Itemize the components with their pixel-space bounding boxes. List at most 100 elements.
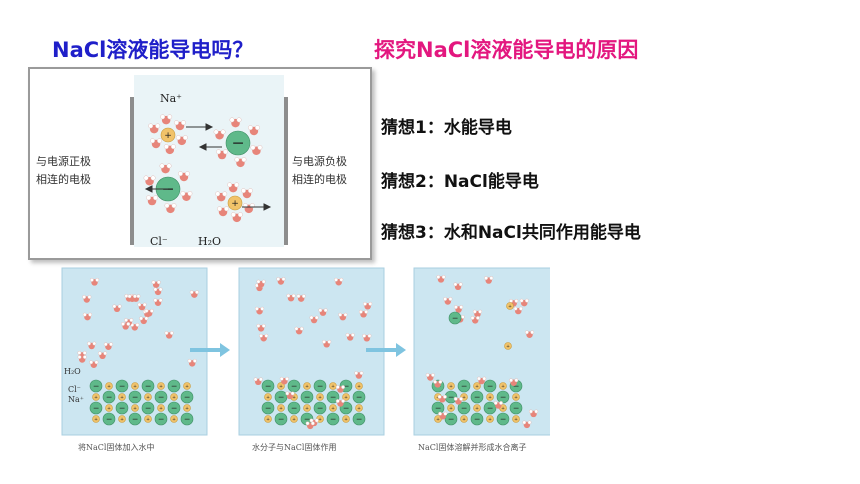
sodium-ion: + [131,382,139,390]
chloride-ion: − [128,412,142,426]
water-molecule [250,145,263,156]
svg-text:−: − [119,381,126,390]
svg-text:+: + [94,416,98,422]
svg-text:+: + [318,394,322,400]
chloride-ion: − [313,401,327,415]
na-label: Na⁺ [160,92,182,105]
water-molecule [160,114,173,125]
water-molecule [82,312,93,321]
svg-text:+: + [506,343,510,349]
water-molecule [82,295,92,303]
svg-text:−: − [231,134,244,152]
chloride-ion: − [431,401,445,415]
svg-text:−: − [158,414,165,423]
svg-text:+: + [94,394,98,400]
svg-text:+: + [449,383,453,389]
sodium-ion: + [303,404,311,412]
water-molecule [164,203,177,214]
solution-area [134,75,284,247]
chloride-ion: − [261,401,275,415]
water-molecule [77,355,87,363]
chloride-ion: − [180,390,194,404]
water-molecule [127,294,137,303]
water-molecule [163,144,176,155]
step-arrow-2 [366,343,406,357]
hypothesis-3: 猜想3：水和NaCl共同作用能导电 [381,223,641,243]
svg-text:−: − [145,381,152,390]
hypothesis-2: 猜想2：NaCl能导电 [381,172,539,192]
sodium-ion: + [183,404,191,412]
sodium-ion: + [144,393,152,401]
water-molecule [229,117,242,128]
chloride-ion: − [102,412,116,426]
step-label-na: Na⁺ [68,395,84,404]
chloride-ion: − [496,390,510,404]
sodium-ion: + [118,415,126,423]
water-molecule [433,379,443,388]
water-molecule [216,149,228,160]
water-molecule [513,306,523,315]
svg-text:+: + [331,405,335,411]
svg-text:−: − [184,414,191,423]
svg-text:−: − [461,381,468,390]
chloride-ion: − [225,130,251,156]
svg-text:−: − [317,381,324,390]
chloride-ion: − [509,401,523,415]
svg-text:+: + [159,383,163,389]
water-molecule [254,306,265,315]
svg-text:−: − [278,392,285,401]
cl-label: Cl⁻ [150,235,168,248]
water-molecule [253,377,263,386]
water-molecule [528,409,539,418]
sodium-ion: + [499,382,507,390]
sodium-ion: + [157,404,165,412]
ion-cluster-group: +−−+ [143,114,263,223]
svg-text:−: − [132,392,139,401]
svg-text:−: − [291,381,298,390]
svg-text:+: + [292,416,296,422]
sodium-ion: + [92,393,100,401]
water-molecule [493,401,503,409]
svg-text:+: + [344,394,348,400]
chloride-ion: − [261,379,275,393]
sodium-ion: + [460,415,468,423]
water-molecule [305,421,315,430]
svg-text:+: + [292,394,296,400]
chloride-ion: − [89,379,103,393]
svg-text:−: − [487,403,494,412]
water-molecule [234,157,247,168]
svg-text:−: − [435,403,442,412]
water-molecule [230,212,243,223]
water-molecule [164,331,174,339]
svg-text:+: + [357,383,361,389]
svg-text:+: + [331,383,335,389]
water-molecule [148,123,161,134]
svg-text:−: − [265,403,272,412]
svg-text:+: + [133,383,137,389]
chloride-ion: − [180,412,194,426]
water-molecule [87,341,97,350]
svg-text:−: − [184,392,191,401]
svg-text:+: + [159,405,163,411]
svg-text:−: − [513,403,520,412]
svg-text:+: + [488,394,492,400]
chloride-ion: − [274,390,288,404]
svg-text:−: − [145,403,152,412]
water-molecule [227,182,240,193]
water-molecule [143,175,156,186]
chloride-ion: − [326,390,340,404]
chloride-ion: − [470,412,484,426]
water-molecule [153,298,163,306]
hypothesis-1: 猜想1：水能导电 [381,118,512,138]
svg-text:−: − [513,381,520,390]
sodium-ion: + [342,415,350,423]
positive-electrode [130,97,134,245]
chloride-ion: − [141,379,155,393]
water-molecule [453,396,463,405]
chloride-ion: − [128,390,142,404]
sodium-ion: + [170,415,178,423]
water-molecule [309,315,319,324]
svg-text:−: − [500,392,507,401]
sodium-ion: + [303,382,311,390]
svg-text:+: + [305,405,309,411]
